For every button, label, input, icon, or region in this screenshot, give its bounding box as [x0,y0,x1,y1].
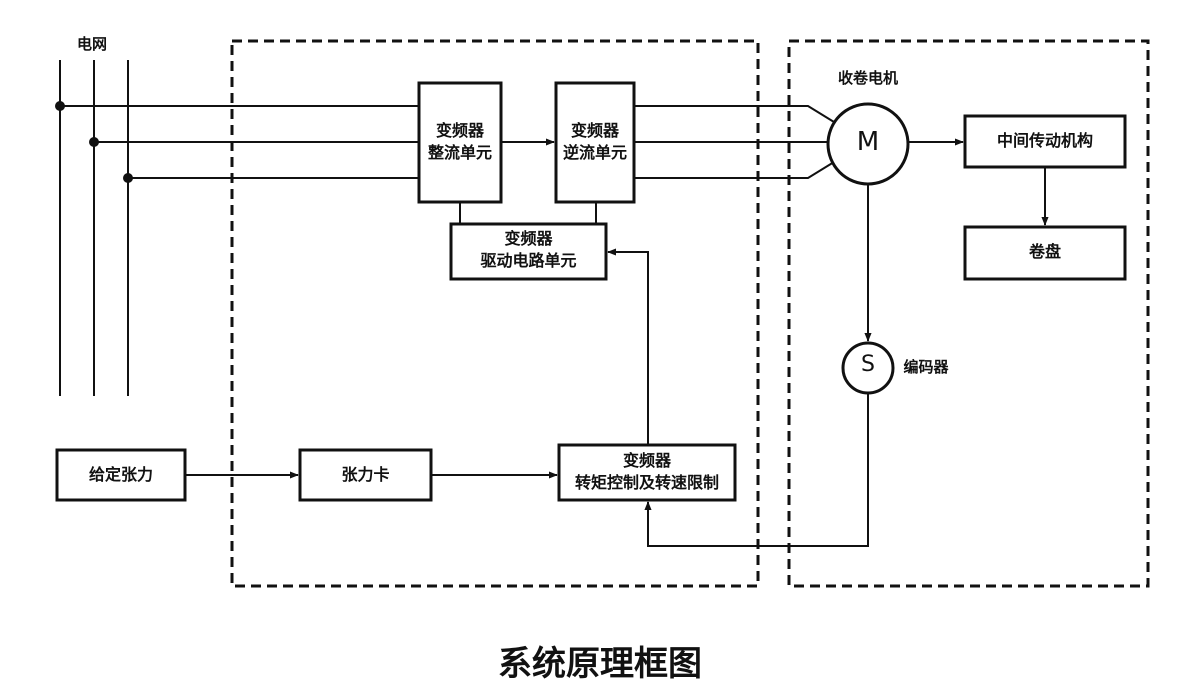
inverter-label-line1: 变频器 [570,121,619,140]
rectifier-box [417,81,503,204]
tension-card-box [298,448,433,502]
driver-box [449,222,608,281]
driver-label-line1: 变频器 [504,229,553,248]
inverter-box [554,81,636,204]
rectifier-label-line2: 整流单元 [427,142,492,162]
inverter-to-motor-line-1 [634,105,835,123]
driver-label: 变频器 驱动电路单元 [451,228,606,271]
inverter-to-motor-line-3 [634,161,835,179]
grid-label: 电网 [76,35,107,53]
torque-control-label-line1: 变频器 [622,451,671,470]
tension-set-box [55,448,187,502]
torque-control-label-line2: 转矩控制及转速限制 [574,472,719,492]
tension-set-label: 给定张力 [88,465,153,484]
inverter-label-line2: 逆流单元 [562,142,627,162]
motor-letter: M [856,127,880,157]
motor-label: 收卷电机 [837,69,898,87]
transmission-label: 中间传动机构 [996,131,1093,150]
reel-box [963,225,1127,281]
encoder-feedback-arrow [644,393,869,547]
reel-label: 卷盘 [1028,242,1061,261]
motor-dashed-boundary [787,39,1150,588]
rectifier-label-line1: 变频器 [435,121,484,140]
encoder-letter: S [861,352,875,377]
rectifier-label: 变频器 整流单元 [419,120,501,163]
encoder-label: 编码器 [903,358,949,376]
torque-to-driver-arrow [607,248,649,445]
inverter-dashed-boundary [230,39,760,588]
diagram-title: 系统原理框图 [498,644,702,684]
torque-control-label: 变频器 转矩控制及转速限制 [559,450,735,493]
tension-card-label: 张力卡 [341,465,390,484]
inverter-label: 变频器 逆流单元 [556,120,634,163]
driver-label-line2: 驱动电路单元 [480,250,577,270]
torque-control-box [557,443,737,502]
